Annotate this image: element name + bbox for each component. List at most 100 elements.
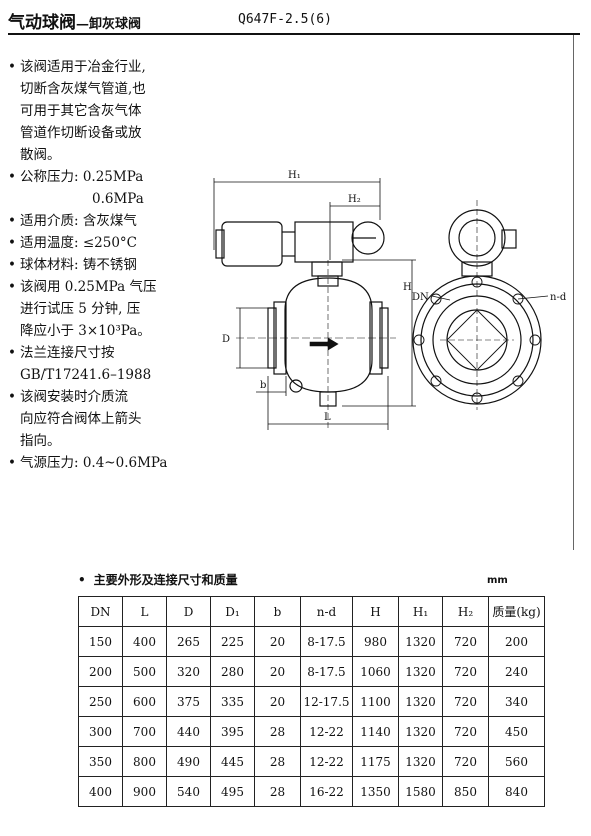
table-cell: 445 — [210, 746, 255, 777]
table-cell: 1320 — [398, 746, 443, 777]
table-cell: 1320 — [398, 686, 443, 717]
table-cell: 28 — [254, 716, 301, 747]
spec-line: 适用介质: 含灰煤气 — [20, 213, 137, 229]
table-cell: 440 — [166, 716, 211, 747]
spec-line: 进行试压 5 分钟, 压 — [20, 301, 141, 317]
column-header: D₁ — [210, 596, 255, 627]
spec-line: GB/T17241.6–1988 — [20, 367, 152, 383]
spec-item: 适用介质: 含灰煤气 — [8, 210, 186, 232]
table-cell: 1580 — [398, 776, 443, 807]
label-b: b — [260, 380, 266, 391]
table-cell: 720 — [442, 656, 489, 687]
column-header: b — [254, 596, 301, 627]
table-cell: 265 — [166, 626, 211, 657]
label-d: D — [222, 334, 230, 345]
spec-line: 向应符合阀体上箭头 — [20, 411, 142, 427]
model-number: Q647F-2.5(6) — [238, 12, 332, 27]
table-cell: 1320 — [398, 716, 443, 747]
column-header: DN — [78, 596, 123, 627]
table-cell: 490 — [166, 746, 211, 777]
table-cell: 1320 — [398, 656, 443, 687]
table-cell: 200 — [78, 656, 123, 687]
table-cell: 350 — [78, 746, 123, 777]
spec-line: 0.6MPa — [92, 191, 144, 207]
label-h1: H₁ — [288, 170, 301, 181]
table-cell: 8-17.5 — [300, 656, 353, 687]
spec-line: 法兰连接尺寸按 — [20, 345, 115, 361]
page-title: 气动球阀—卸灰球阀 — [8, 8, 141, 33]
column-header: H₂ — [442, 596, 489, 627]
label-h2: H₂ — [348, 194, 361, 205]
table-cell: 240 — [488, 656, 545, 687]
spec-line: 切断含灰煤气管道,也 — [20, 81, 146, 97]
header-divider — [8, 33, 580, 35]
table-cell: 850 — [442, 776, 489, 807]
spec-line: 该阀安装时介质流 — [20, 389, 128, 405]
label-l: L — [324, 412, 331, 423]
table-cell: 16-22 — [300, 776, 353, 807]
table-cell: 28 — [254, 776, 301, 807]
table-cell: 495 — [210, 776, 255, 807]
column-header: L — [122, 596, 167, 627]
table-cell: 200 — [488, 626, 545, 657]
spec-item: 该阀适用于冶金行业,切断含灰煤气管道,也可用于其它含灰气体管道作切断设备或放散阀… — [8, 56, 186, 166]
table-cell: 600 — [122, 686, 167, 717]
table-cell: 300 — [78, 716, 123, 747]
table-cell: 28 — [254, 746, 301, 777]
spec-line: 适用温度: ≤250°C — [20, 235, 137, 251]
spec-line: 指向。 — [20, 433, 61, 449]
label-dn: DN — [412, 292, 429, 303]
table-cell: 225 — [210, 626, 255, 657]
table-cell: 450 — [488, 716, 545, 747]
column-header: n-d — [300, 596, 353, 627]
table-cell: 900 — [122, 776, 167, 807]
table-cell: 150 — [78, 626, 123, 657]
table-cell: 800 — [122, 746, 167, 777]
table-cell: 280 — [210, 656, 255, 687]
table-cell: 375 — [166, 686, 211, 717]
spec-line: 球体材料: 铸不锈钢 — [20, 257, 137, 273]
table-cell: 12-22 — [300, 746, 353, 777]
end-view — [412, 200, 549, 410]
table-cell: 8-17.5 — [300, 626, 353, 657]
spec-line: 气源压力: 0.4~0.6MPa — [20, 455, 168, 471]
table-cell: 1140 — [352, 716, 399, 747]
side-view — [213, 178, 416, 430]
column-header: 质量(kg) — [488, 596, 545, 627]
caption-bullet: • — [78, 573, 86, 587]
spec-line: 散阀。 — [20, 147, 61, 163]
spec-item: 适用温度: ≤250°C — [8, 232, 186, 254]
table-cell: 1175 — [352, 746, 399, 777]
spec-line: 降应小于 3×10³Pa。 — [20, 323, 151, 339]
table-cell: 12-22 — [300, 716, 353, 747]
table-cell: 20 — [254, 686, 301, 717]
table-cell: 700 — [122, 716, 167, 747]
spec-line: 该阀适用于冶金行业, — [20, 59, 146, 75]
table-cell: 1350 — [352, 776, 399, 807]
table-cell: 12-17.5 — [300, 686, 353, 717]
table-cell: 335 — [210, 686, 255, 717]
table-cell: 1320 — [398, 626, 443, 657]
table-cell: 1100 — [352, 686, 399, 717]
table-cell: 500 — [122, 656, 167, 687]
spec-list: 该阀适用于冶金行业,切断含灰煤气管道,也可用于其它含灰气体管道作切断设备或放散阀… — [8, 56, 186, 474]
right-margin-line — [573, 35, 574, 550]
table-cell: 980 — [352, 626, 399, 657]
title-main: 气动球阀 — [8, 13, 76, 33]
column-header: H — [352, 596, 399, 627]
table-cell: 250 — [78, 686, 123, 717]
spec-item: 气源压力: 0.4~0.6MPa — [8, 452, 186, 474]
spec-item: 球体材料: 铸不锈钢 — [8, 254, 186, 276]
caption-text: 主要外形及连接尺寸和质量 — [93, 573, 238, 587]
label-nd: n-d — [550, 292, 567, 303]
